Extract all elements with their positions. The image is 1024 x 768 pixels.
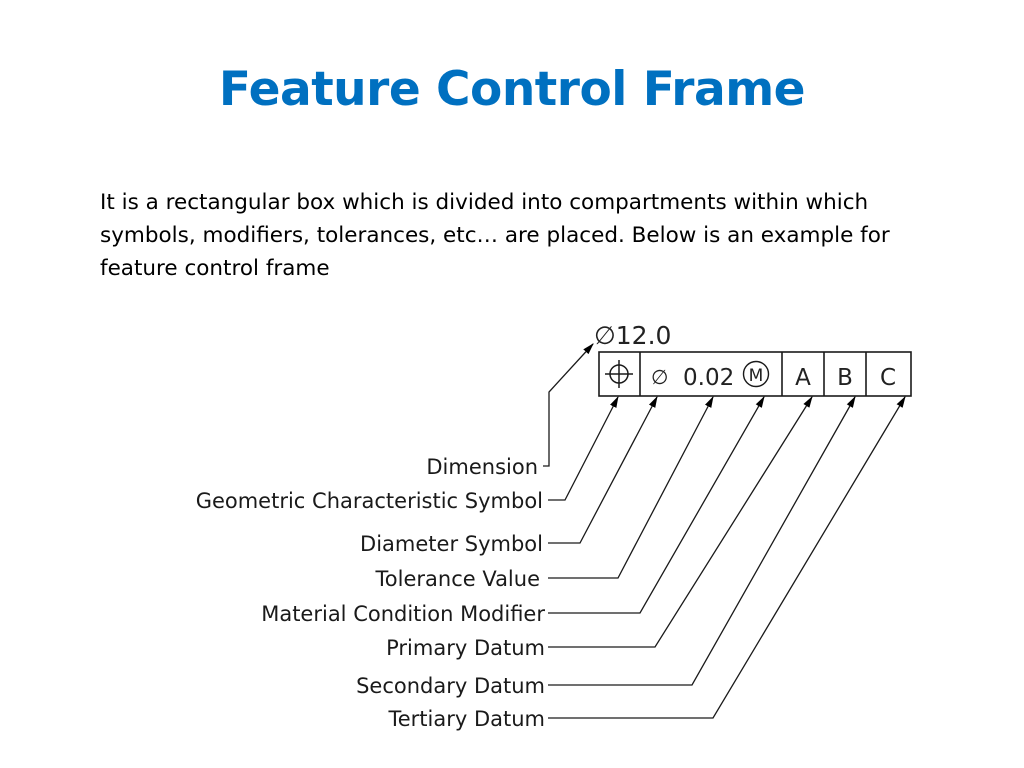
dimension-value: ∅12.0 [594,321,671,350]
tolerance-value: 0.02 [683,365,734,391]
leader-dimension [543,343,594,467]
diameter-symbol: ∅ [651,365,668,389]
leader-secondary-datum [548,395,856,686]
leader-tertiary-datum [548,395,906,719]
body-line-2: symbols, modifiers, tolerances, etc… are… [100,223,890,248]
body-line-3: feature control frame [100,256,330,281]
tertiary-datum: C [880,365,896,391]
body-line-1: It is a rectangular box which is divided… [100,190,869,215]
leader-diameter-symbol [548,395,658,544]
label-geometric-characteristic-symbol: Geometric Characteristic Symbol [196,489,543,513]
label-tertiary-datum: Tertiary Datum [387,707,545,731]
label-primary-datum: Primary Datum [386,636,545,660]
leader-primary-datum [548,396,813,648]
label-dimension: Dimension [426,455,538,479]
label-secondary-datum: Secondary Datum [356,674,545,698]
secondary-datum: B [837,365,853,391]
leader-lines [543,343,906,719]
body-text: It is a rectangular box which is divided… [100,186,960,285]
leader-geometric-symbol [548,395,619,501]
callout-labels: Dimension Geometric Characteristic Symbo… [196,455,546,731]
leader-material-modifier [548,395,765,614]
slide-title: Feature Control Frame [218,62,806,117]
label-tolerance-value: Tolerance Value [375,567,540,591]
leader-tolerance-value [548,395,714,579]
modifier-circle [742,360,770,388]
primary-datum: A [795,365,811,391]
feature-control-frame: ∅ 0.02 M A B C [598,351,912,397]
material-condition-modifier: M [742,360,770,388]
label-diameter-symbol: Diameter Symbol [360,532,543,556]
position-symbol-icon [605,360,633,388]
modifier-letter: M [749,366,764,386]
label-material-condition-modifier: Material Condition Modifier [261,602,545,626]
frame-outline [598,351,912,397]
